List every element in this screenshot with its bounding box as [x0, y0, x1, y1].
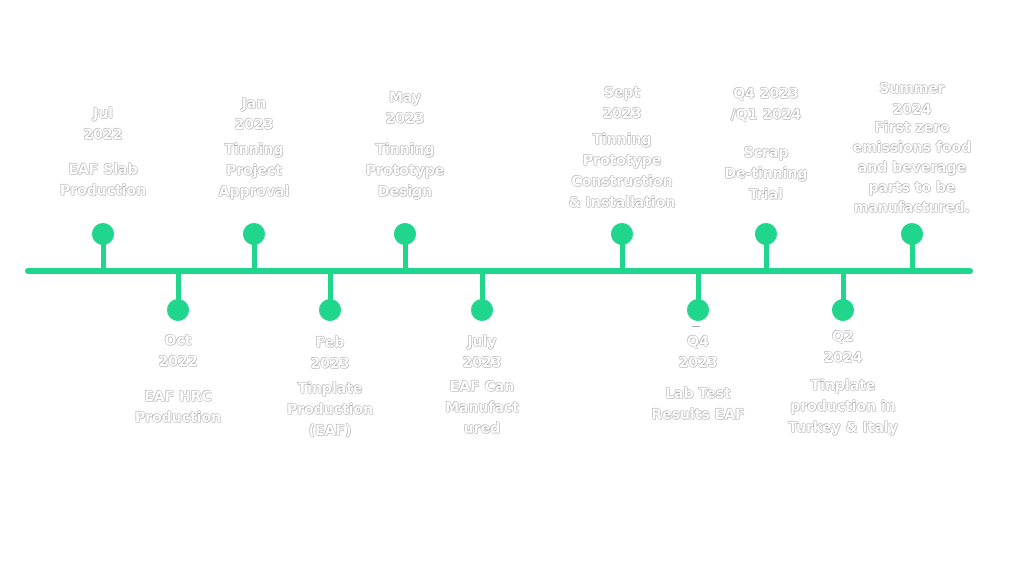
milestone-marker: [92, 223, 114, 245]
milestone-date: Q4 2023 /Q1 2024: [730, 86, 802, 123]
milestone-stem: [402, 234, 408, 272]
milestone-date: Q4 2023: [678, 334, 718, 371]
milestone-stem: [251, 234, 257, 272]
milestone-description: EAF Slab Production: [59, 162, 147, 199]
milestone-date: Oct 2022: [158, 333, 198, 370]
milestone-description: Tinplate Production (EAF): [286, 381, 374, 439]
milestone-date: Sept 2023: [602, 85, 642, 122]
milestone-marker: [687, 299, 709, 321]
milestone-stem: [909, 234, 915, 272]
milestone-stem: [327, 271, 333, 309]
milestone-stem: [695, 271, 701, 309]
milestone-stem: [763, 234, 769, 272]
milestone-description: Tinning Project Approval: [218, 142, 290, 200]
milestone-marker: [319, 299, 341, 321]
milestone-marker: [394, 223, 416, 245]
divider-mark: [692, 326, 700, 327]
milestone-date: Summer 2024: [879, 81, 945, 118]
milestone-stem: [100, 234, 106, 272]
milestone-marker: [243, 223, 265, 245]
milestone-description: First zero emissions food and beverage p…: [852, 120, 972, 216]
milestone-description: Tinning Prototype Construction & Install…: [568, 132, 676, 211]
milestone-marker: [832, 299, 854, 321]
milestone-stem: [479, 271, 485, 309]
milestone-stem: [175, 271, 181, 309]
timeline-axis: [25, 268, 973, 274]
milestone-date: Q2 2024: [823, 329, 863, 366]
milestone-description: Tinplate production in Turkey & Italy: [788, 378, 898, 436]
milestone-marker: [471, 299, 493, 321]
milestone-stem: [619, 234, 625, 272]
milestone-marker: [901, 223, 923, 245]
milestone-date: May 2023: [385, 90, 425, 127]
milestone-description: Lab Test Results EAF: [651, 386, 745, 423]
milestone-description: Tinning Prototype Design: [365, 142, 445, 200]
milestone-marker: [611, 223, 633, 245]
milestone-description: Scrap De-tinning Trial: [724, 145, 808, 203]
milestone-date: July 2023: [462, 334, 502, 371]
milestone-date: Feb 2023: [310, 335, 350, 372]
milestone-stem: [840, 271, 846, 309]
milestone-description: EAF HRC Production: [134, 389, 222, 426]
milestone-date: Jan 2023: [234, 96, 274, 133]
milestone-marker: [755, 223, 777, 245]
milestone-date: Jul 2022: [83, 106, 123, 143]
milestone-description: EAF Can Manufact ured: [445, 379, 519, 437]
milestone-marker: [167, 299, 189, 321]
